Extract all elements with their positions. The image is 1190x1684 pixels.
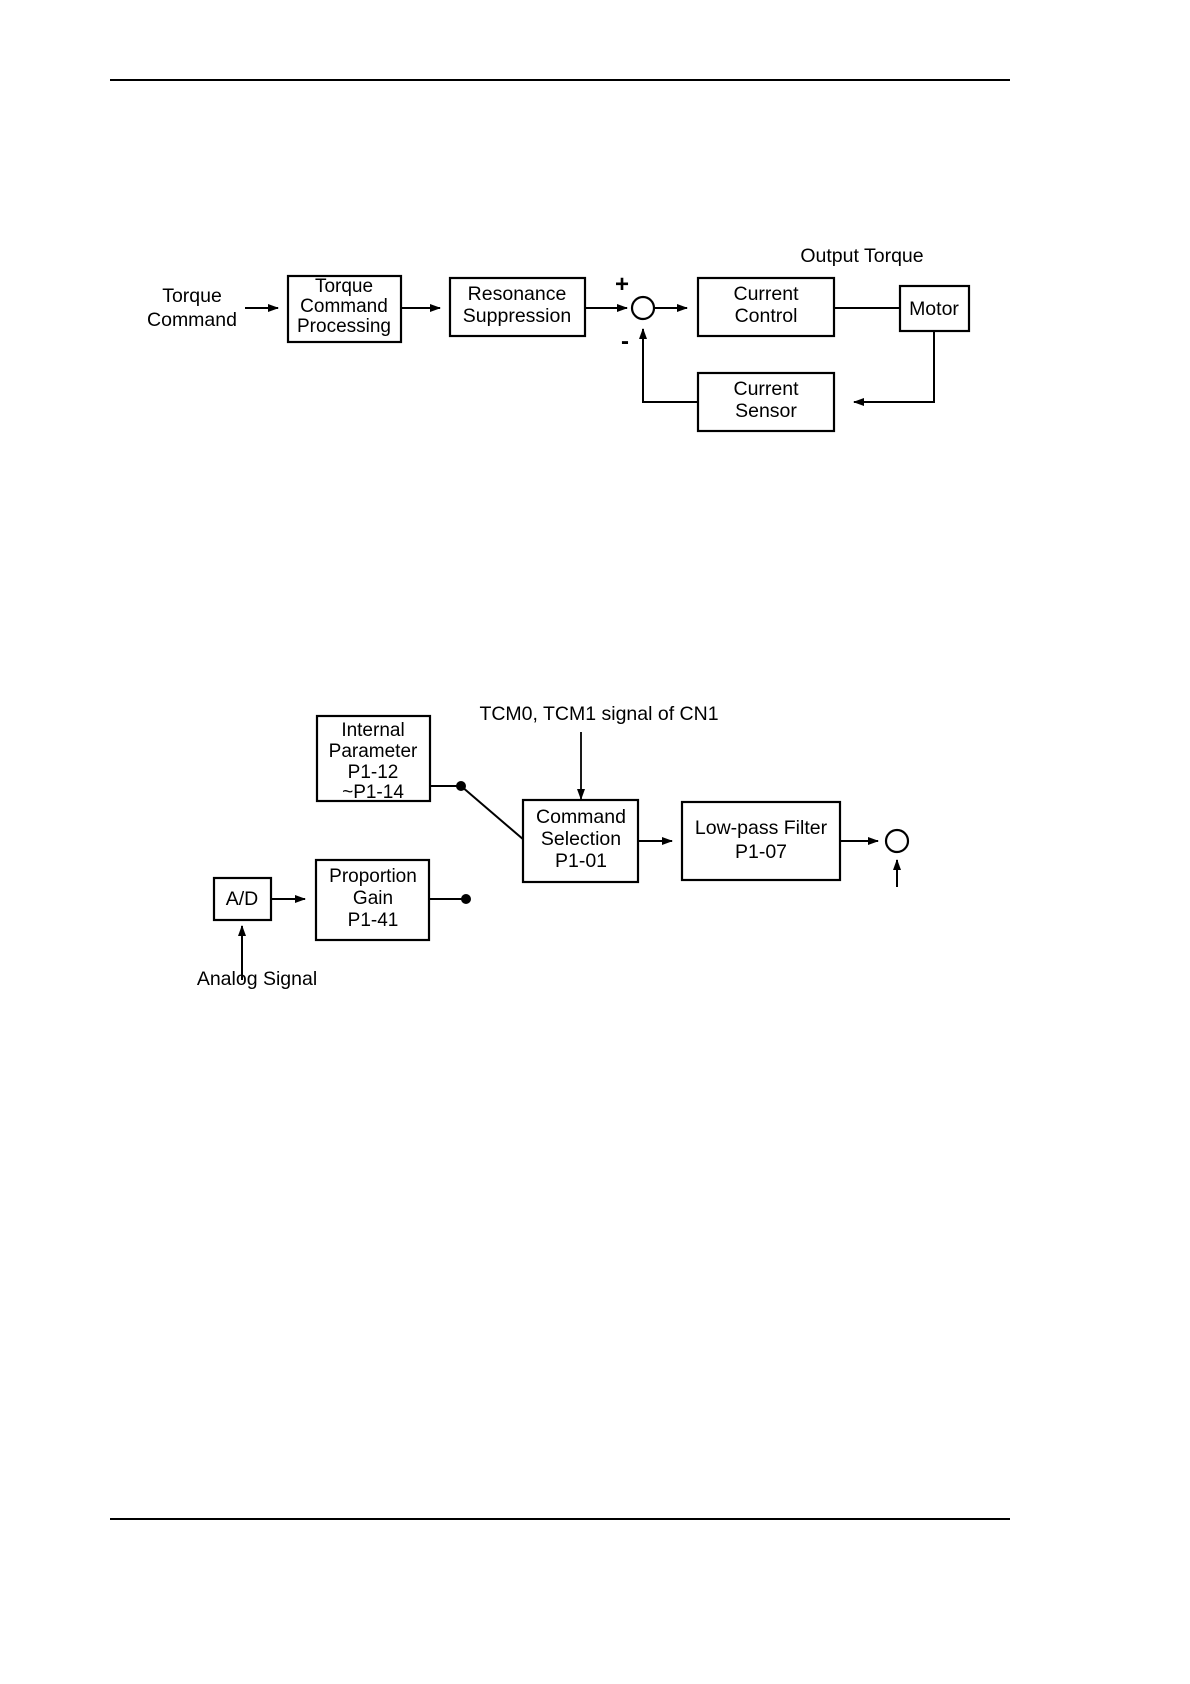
block-current-sensor-line2: Sensor: [735, 400, 797, 422]
block-torque-command-processing-line2: Command: [300, 296, 388, 317]
output-summing-node: [884, 828, 910, 854]
summing-junction: [630, 295, 656, 321]
switch-contact-dot-lower: [461, 894, 471, 904]
block-motor: [898, 284, 971, 333]
block-proportion-gain-line2: Gain: [353, 888, 393, 909]
block-current-sensor-line1: Current: [733, 378, 799, 400]
block-internal-parameter: [315, 714, 432, 803]
block-lowpass-filter-line1: Low-pass Filter: [695, 817, 828, 839]
torque-control-loop-diagram: Torque Command Torque Command Processing…: [0, 230, 1190, 460]
block-internal-parameter-line1: Internal: [341, 720, 404, 741]
block-ad-converter: [212, 876, 273, 922]
block-current-sensor: [696, 371, 836, 433]
block-internal-parameter-line4: ~P1-14: [342, 782, 404, 803]
block-lowpass-filter-line2: P1-07: [735, 841, 787, 863]
block-lowpass-filter: [680, 800, 842, 882]
wire-current-sensor-to-sum: [639, 328, 698, 403]
block-command-selection-line2: Selection: [541, 828, 621, 850]
block-command-selection-line3: P1-01: [555, 850, 607, 872]
block-command-selection-line1: Command: [536, 806, 626, 828]
torque-command-input-label-line2: Command: [147, 309, 237, 331]
block-resonance-suppression: [448, 276, 587, 338]
block-resonance-suppression-line2: Suppression: [463, 305, 571, 327]
block-internal-parameter-line3: P1-12: [348, 762, 399, 783]
block-current-control-line2: Control: [735, 305, 798, 327]
block-command-selection: [521, 798, 640, 884]
header-rule: [110, 79, 1010, 81]
torque-command-input-label-line1: Torque: [162, 285, 222, 307]
block-motor-label: Motor: [909, 298, 959, 320]
block-ad-converter-label: A/D: [226, 888, 259, 910]
block-internal-parameter-line2: Parameter: [329, 741, 418, 762]
block-torque-command-processing-line3: Processing: [297, 316, 391, 337]
switch-blade: [460, 785, 525, 841]
block-current-control: [696, 276, 836, 338]
block-proportion-gain-line1: Proportion: [329, 866, 417, 887]
wire-motor-to-current-sensor: [853, 331, 935, 406]
analog-signal-label: Analog Signal: [197, 968, 317, 990]
summing-minus-sign: -: [621, 328, 629, 355]
tcm-signal-label: TCM0, TCM1 signal of CN1: [479, 703, 718, 725]
footer-rule: [110, 1518, 1010, 1520]
summing-plus-sign: +: [615, 271, 629, 298]
output-torque-label: Output Torque: [800, 245, 923, 267]
block-torque-command-processing-line1: Torque: [315, 276, 373, 297]
block-proportion-gain-line3: P1-41: [348, 910, 399, 931]
torque-command-source-diagram: TCM0, TCM1 signal of CN1 Internal Parame…: [0, 690, 1190, 1070]
block-current-control-line1: Current: [733, 283, 799, 305]
block-resonance-suppression-line1: Resonance: [468, 283, 567, 305]
